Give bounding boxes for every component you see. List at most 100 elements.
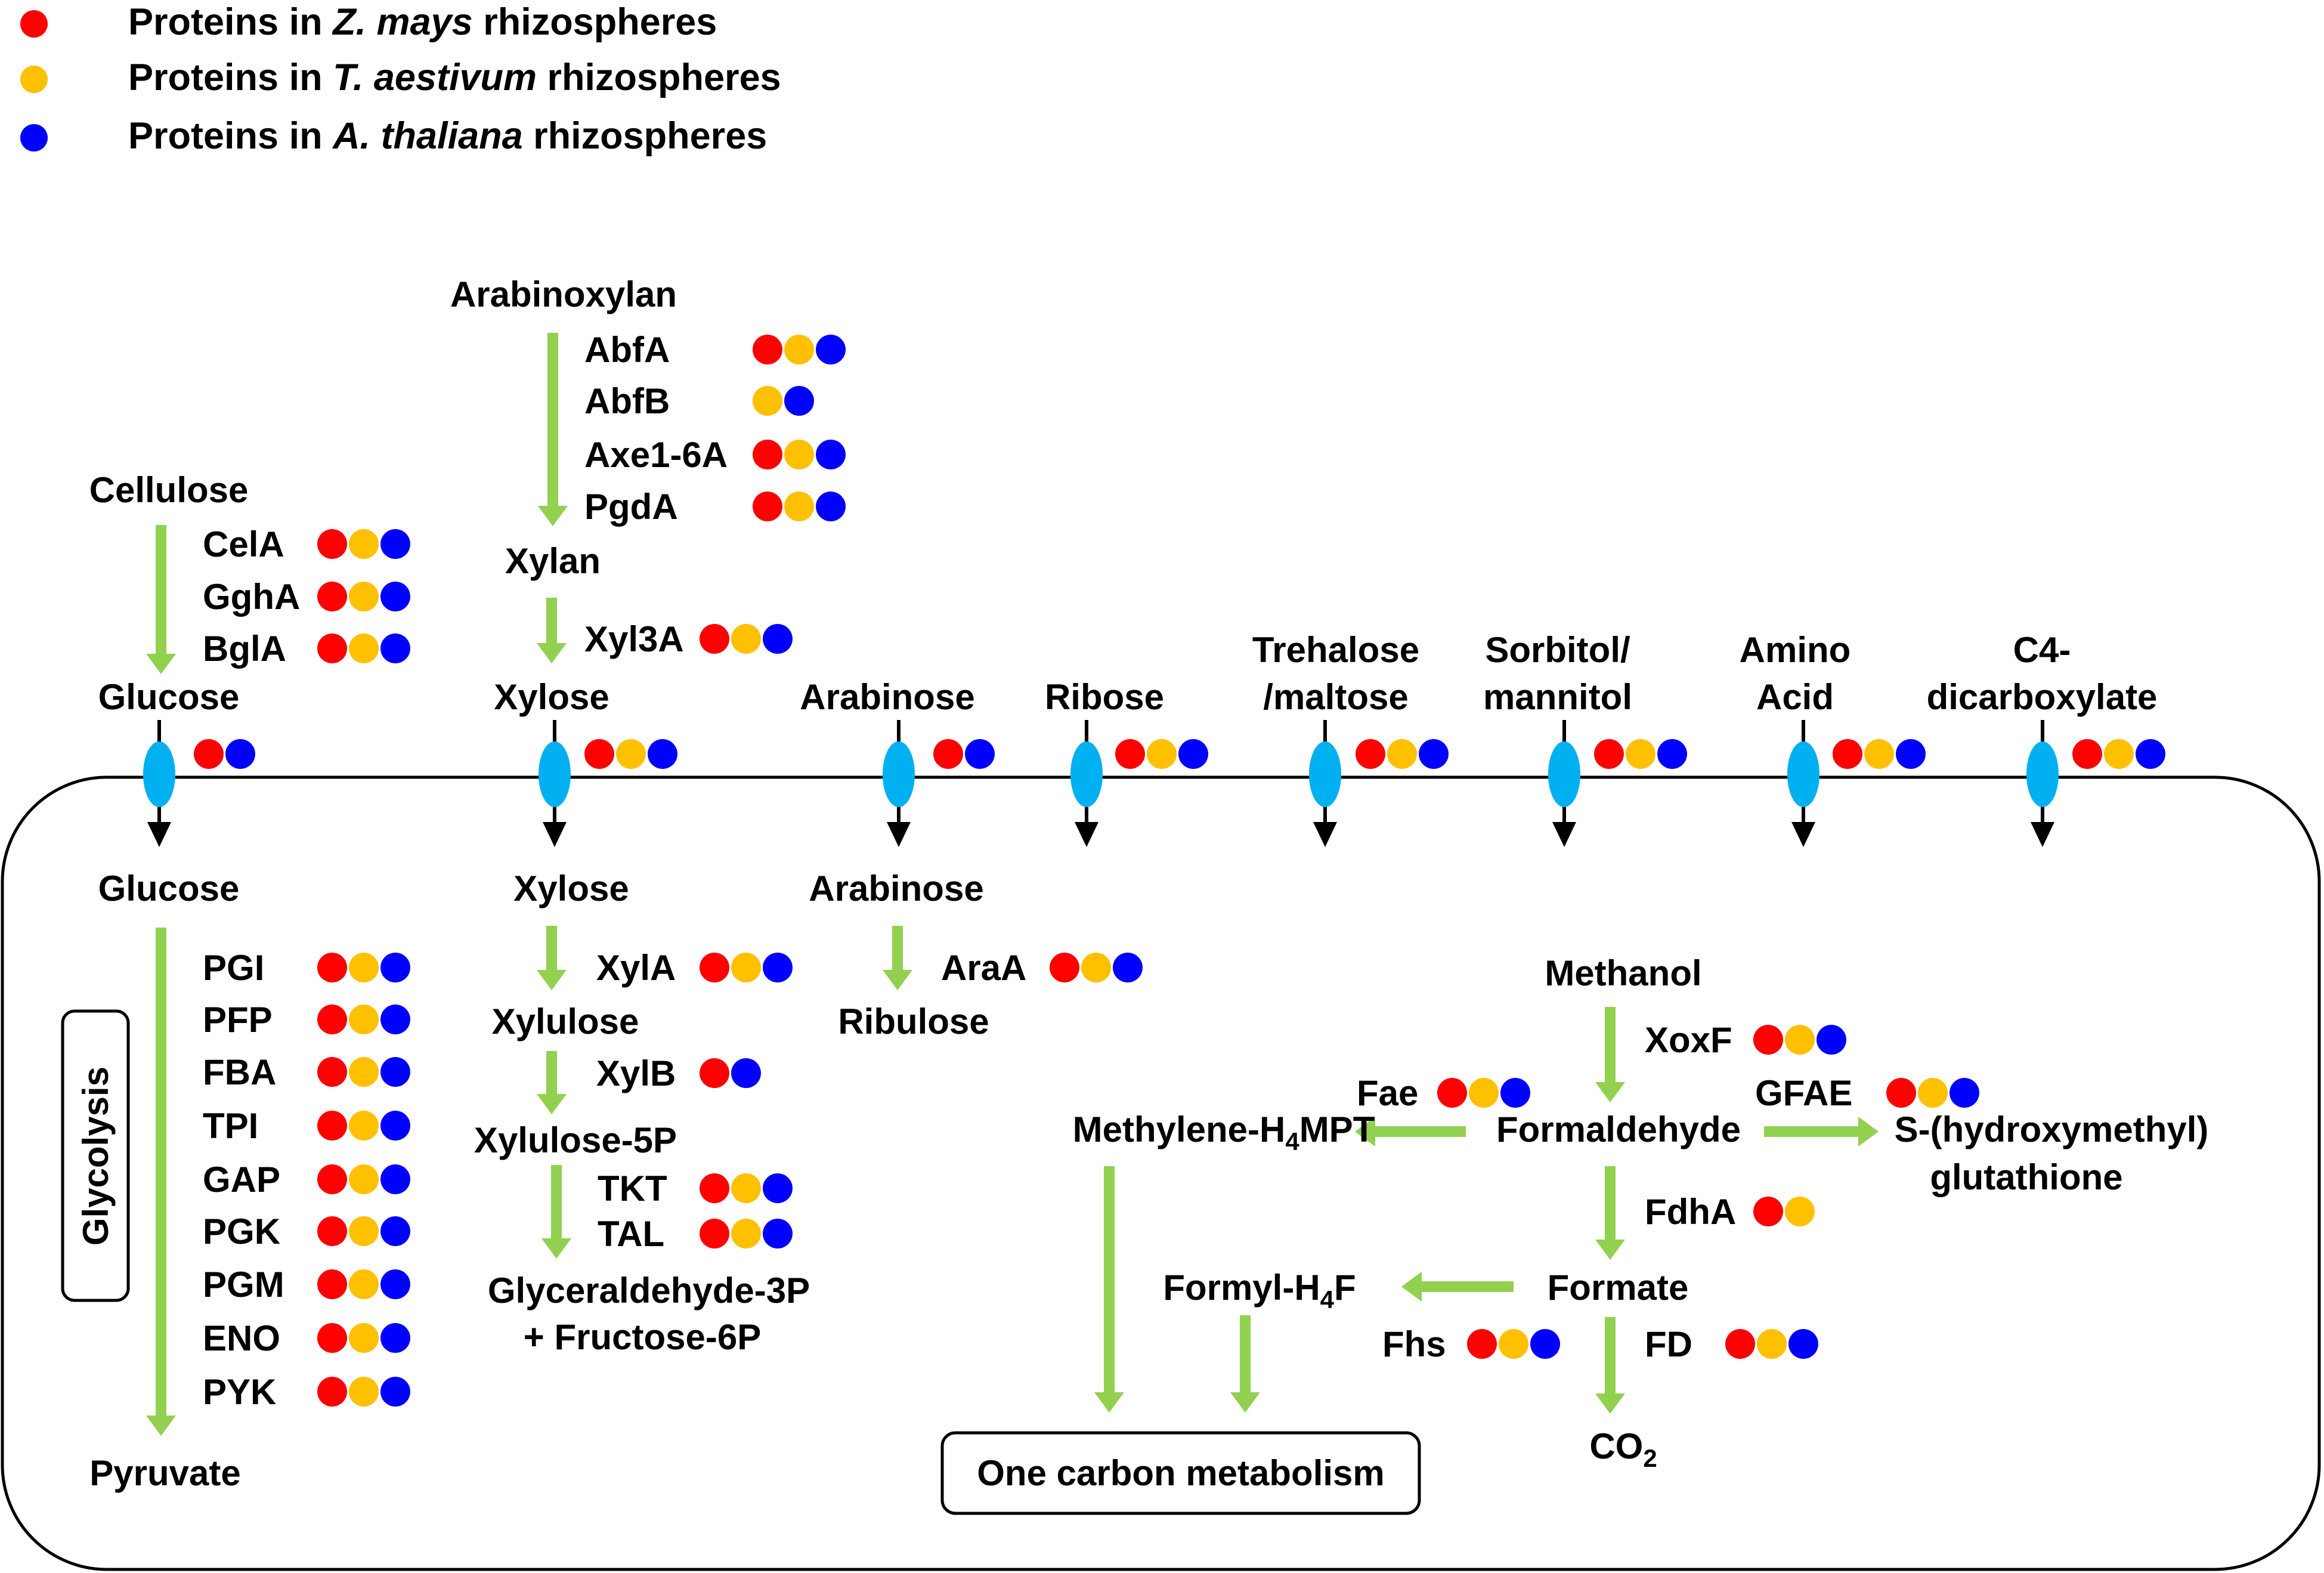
- legend-dot-arabidopsis: [20, 124, 48, 152]
- enzyme-ggha-dots-zea: [317, 582, 347, 611]
- enzyme-araa-dots-triticum: [1081, 953, 1111, 982]
- enzyme-fdha-dots-triticum: [1785, 1197, 1815, 1226]
- legend-dot-zea: [20, 10, 48, 38]
- enzyme-ggha-dots-triticum: [349, 582, 379, 611]
- enzyme-pfp-dots-zea: [317, 1005, 347, 1034]
- enzyme-tkt-dots: [700, 1173, 793, 1203]
- formaldehyde-label: Formaldehyde: [1496, 1110, 1741, 1149]
- transporter-arabinose: [883, 720, 915, 847]
- enzyme-xyl3a-dots-arabidopsis: [763, 624, 793, 654]
- cell-membrane: [1, 775, 2321, 1571]
- transporter-xylose-dots-zea: [584, 739, 614, 769]
- enzyme-fhs-dots-zea: [1467, 1329, 1497, 1359]
- enzyme-xyla-label: XylA: [596, 948, 676, 988]
- enzyme-pyk-dots-zea: [317, 1377, 347, 1407]
- enzyme-pgm-dots-arabidopsis: [380, 1269, 410, 1299]
- pathway-arrows: [146, 333, 1879, 1436]
- c4-label-line1: C4-: [2013, 630, 2071, 670]
- enzyme-cela-dots: [317, 529, 410, 559]
- enzyme-axe1-6a-dots-zea: [753, 440, 782, 469]
- enzyme-gfae-dots-triticum: [1918, 1078, 1948, 1108]
- enzyme-gfae-dots-zea: [1886, 1078, 1916, 1108]
- xylulose-to-xylulose5p-arrow: [537, 1051, 567, 1114]
- transporter-glucose-dots-zea: [194, 739, 224, 769]
- enzyme-xyl3a-dots-triticum: [731, 624, 761, 654]
- co2-label: CO2: [1589, 1426, 1657, 1472]
- formaldehyde-to-methylene-arrow: [1355, 1117, 1466, 1146]
- arabinose-outside-label: Arabinose: [800, 677, 974, 717]
- enzyme-pfp-label: PFP: [203, 1000, 273, 1040]
- enzyme-gfae-label: GFAE: [1755, 1073, 1852, 1113]
- enzyme-tpi-dots-arabidopsis: [380, 1111, 410, 1141]
- enzyme-fd-label: FD: [1645, 1324, 1692, 1364]
- xylulose-label: Xylulose: [492, 1002, 639, 1042]
- methanol-to-formaldehyde-arrow: [1595, 1007, 1625, 1102]
- enzyme-fhs-dots: [1467, 1329, 1560, 1359]
- legend: Proteins in Z. mays rhizospheres Protein…: [20, 1, 781, 157]
- legend-label-triticum: Proteins in T. aestivum rhizospheres: [128, 57, 781, 98]
- transporter-ribose-dots-triticum: [1147, 739, 1177, 769]
- enzyme-xyl3a-dots-zea: [700, 624, 729, 654]
- enzyme-pfp-dots-arabidopsis: [380, 1005, 410, 1034]
- sorbitol-label-line1: Sorbitol/: [1485, 630, 1630, 670]
- transporter-sorbitol-dots-triticum: [1626, 739, 1655, 769]
- transporter-xylose: [539, 720, 571, 847]
- enzyme-abfa-dots: [753, 335, 846, 364]
- enzyme-fba-dots: [317, 1057, 410, 1087]
- enzyme-araa-dots: [1050, 953, 1143, 982]
- enzyme-pgda-dots: [753, 492, 846, 521]
- enzyme-pgda-dots-arabidopsis: [816, 492, 846, 521]
- enzyme-fd-dots-triticum: [1757, 1329, 1787, 1359]
- transporter-amino-dots-arabidopsis: [1896, 739, 1926, 769]
- enzyme-pgk-dots-zea: [317, 1216, 347, 1246]
- fructose-6p-label: + Fructose-6P: [524, 1317, 761, 1357]
- transporter-arabinose-channel: [883, 741, 915, 807]
- enzyme-ggha-dots-arabidopsis: [380, 582, 410, 611]
- enzyme-fba-dots-zea: [317, 1057, 347, 1087]
- enzyme-abfb-dots: [753, 386, 814, 416]
- enzyme-cela-dots-triticum: [349, 529, 379, 559]
- transporter-glucose-dots-arabidopsis: [225, 739, 255, 769]
- transporter-sorbitol: [1548, 720, 1580, 847]
- enzyme-labels: CelAGghABglAAbfAAbfBAxe1-6APgdAXyl3APGIP…: [203, 330, 1852, 1412]
- enzyme-ggha-dots: [317, 582, 410, 611]
- transporter-amino-channel: [1787, 741, 1819, 807]
- transporter-xylose-dots: [584, 739, 677, 769]
- enzyme-fhs-dots-arabidopsis: [1530, 1329, 1560, 1359]
- transporter-xylose-dots-arabidopsis: [648, 739, 677, 769]
- enzyme-axe1-6a-label: Axe1-6A: [584, 435, 728, 475]
- enzyme-fd-dots-arabidopsis: [1788, 1329, 1818, 1359]
- hydroxymethyl-glutathione-label-line2: glutathione: [1930, 1157, 2122, 1197]
- transporter-glucose-channel: [143, 741, 175, 807]
- transporter-arabinose-dots: [933, 739, 995, 769]
- enzyme-pgi-dots-arabidopsis: [380, 953, 410, 982]
- enzyme-tpi-dots-triticum: [349, 1111, 379, 1141]
- transporter-ribose: [1070, 720, 1103, 847]
- enzyme-pgm-label: PGM: [203, 1265, 284, 1305]
- enzyme-cela-dots-zea: [317, 529, 347, 559]
- enzyme-abfa-label: AbfA: [584, 330, 670, 370]
- enzyme-abfb-label: AbfB: [584, 381, 670, 421]
- enzyme-fd-dots: [1725, 1329, 1818, 1359]
- transporter-c4-dots-zea: [2072, 739, 2102, 769]
- transporter-amino-dots-zea: [1833, 739, 1862, 769]
- enzyme-pgda-dots-triticum: [784, 492, 814, 521]
- enzyme-tal-dots: [700, 1219, 793, 1248]
- formate-label: Formate: [1548, 1268, 1689, 1308]
- glycolysis-label: Glycolysis: [76, 1067, 116, 1246]
- one-carbon-metabolism-label: One carbon metabolism: [977, 1453, 1385, 1493]
- enzyme-abfa-dots-zea: [753, 335, 782, 364]
- enzyme-gap-dots-arabidopsis: [380, 1164, 410, 1194]
- enzyme-xylb-dots-zea: [700, 1058, 729, 1088]
- glucose-to-pyruvate-arrow: [146, 928, 176, 1436]
- legend-label-zea: Proteins in Z. mays rhizospheres: [128, 1, 717, 43]
- formyl-h4f-label: Formyl-H4F: [1163, 1268, 1356, 1314]
- enzyme-pyk-dots-arabidopsis: [380, 1377, 410, 1407]
- enzyme-tpi-dots: [317, 1111, 410, 1141]
- formate-to-co2-arrow: [1595, 1317, 1625, 1414]
- enzyme-fba-label: FBA: [203, 1052, 276, 1092]
- cellulose-to-glucose-arrow: [146, 525, 176, 674]
- enzyme-tkt-dots-triticum: [731, 1173, 761, 1203]
- enzyme-xyla-dots-triticum: [731, 953, 761, 982]
